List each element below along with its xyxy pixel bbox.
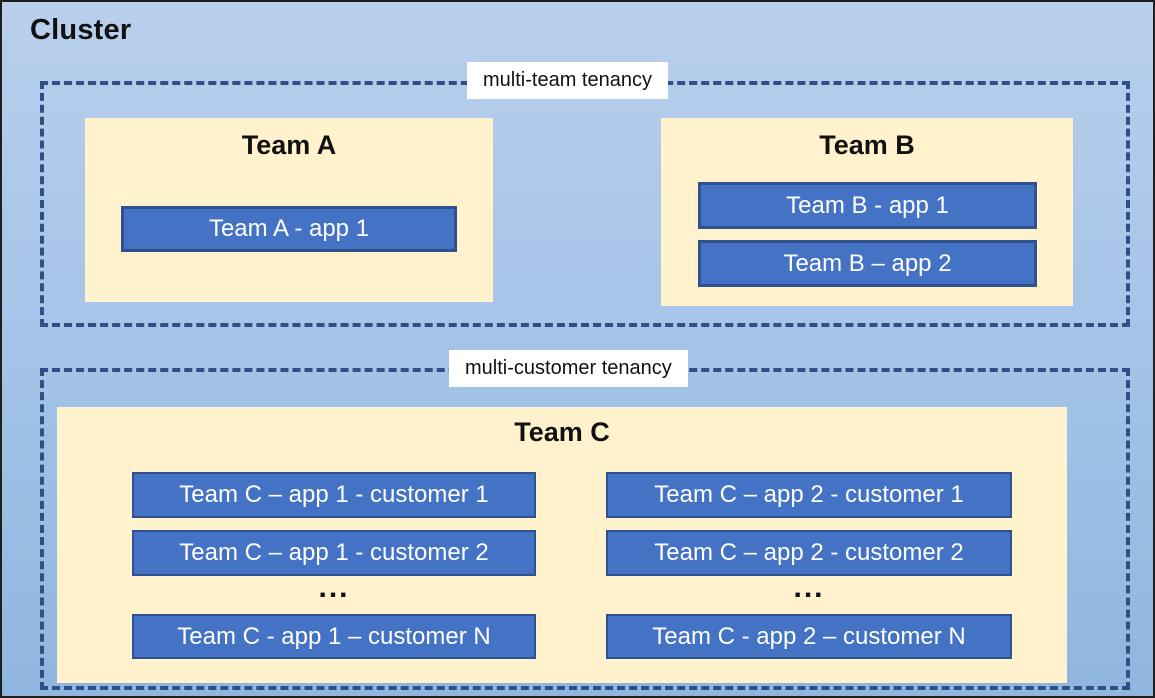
team-a-panel: Team A Team A - app 1	[85, 118, 493, 302]
team-c-app2-customer-2: Team C – app 2 - customer 2	[606, 530, 1012, 576]
team-a-app-1: Team A - app 1	[121, 206, 457, 252]
team-c-app1-customer-1: Team C – app 1 - customer 1	[132, 472, 536, 518]
team-c-app1-column: Team C – app 1 - customer 1 Team C – app…	[132, 407, 536, 683]
team-b-app-2: Team B – app 2	[698, 240, 1037, 287]
team-b-panel: Team B Team B - app 1 Team B – app 2	[661, 118, 1073, 306]
team-c-app1-customer-n: Team C - app 1 – customer N	[132, 614, 536, 659]
team-c-app1-customer-2: Team C – app 1 - customer 2	[132, 530, 536, 576]
team-c-app1-ellipsis: ...	[318, 571, 350, 604]
cluster-title: Cluster	[30, 14, 132, 46]
team-c-app2-customer-n: Team C - app 2 – customer N	[606, 614, 1012, 659]
team-c-app2-column: Team C – app 2 - customer 1 Team C – app…	[606, 407, 1012, 683]
team-c-app2-ellipsis: ...	[793, 571, 825, 604]
team-b-app-1: Team B - app 1	[698, 182, 1037, 229]
multi-team-tenancy-label: multi-team tenancy	[467, 62, 668, 99]
team-c-app2-customer-1: Team C – app 2 - customer 1	[606, 472, 1012, 518]
multi-customer-tenancy-label: multi-customer tenancy	[449, 350, 688, 387]
team-c-title: Team C	[514, 417, 610, 447]
team-c-panel: Team C Team C – app 1 - customer 1 Team …	[57, 407, 1067, 683]
team-a-title: Team A	[241, 130, 337, 160]
team-b-title: Team B	[819, 130, 915, 160]
